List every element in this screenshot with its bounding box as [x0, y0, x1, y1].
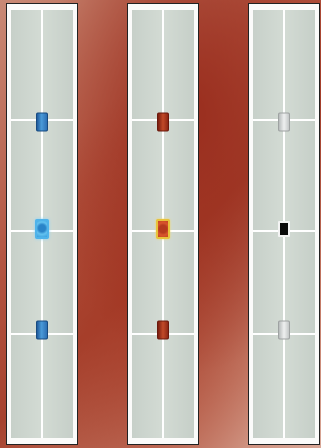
- blue-indicator-upper[interactable]: [36, 113, 48, 132]
- gray-indicator-lower[interactable]: [278, 321, 290, 340]
- red-slider-panel: [127, 3, 199, 445]
- red-indicator-upper[interactable]: [157, 113, 169, 132]
- black-indicator-middle-selected[interactable]: [278, 221, 290, 237]
- red-indicator-lower[interactable]: [157, 321, 169, 340]
- blue-indicator-lower[interactable]: [36, 321, 48, 340]
- gray-indicator-upper[interactable]: [278, 113, 290, 132]
- red-indicator-middle-selected[interactable]: [156, 219, 170, 239]
- blue-indicator-middle-selected[interactable]: [35, 219, 49, 239]
- blue-slider-panel: [6, 3, 78, 445]
- slider-track-area: [253, 10, 315, 438]
- gray-slider-panel: [248, 3, 320, 445]
- slider-track-area: [11, 10, 73, 438]
- slider-track-area: [132, 10, 194, 438]
